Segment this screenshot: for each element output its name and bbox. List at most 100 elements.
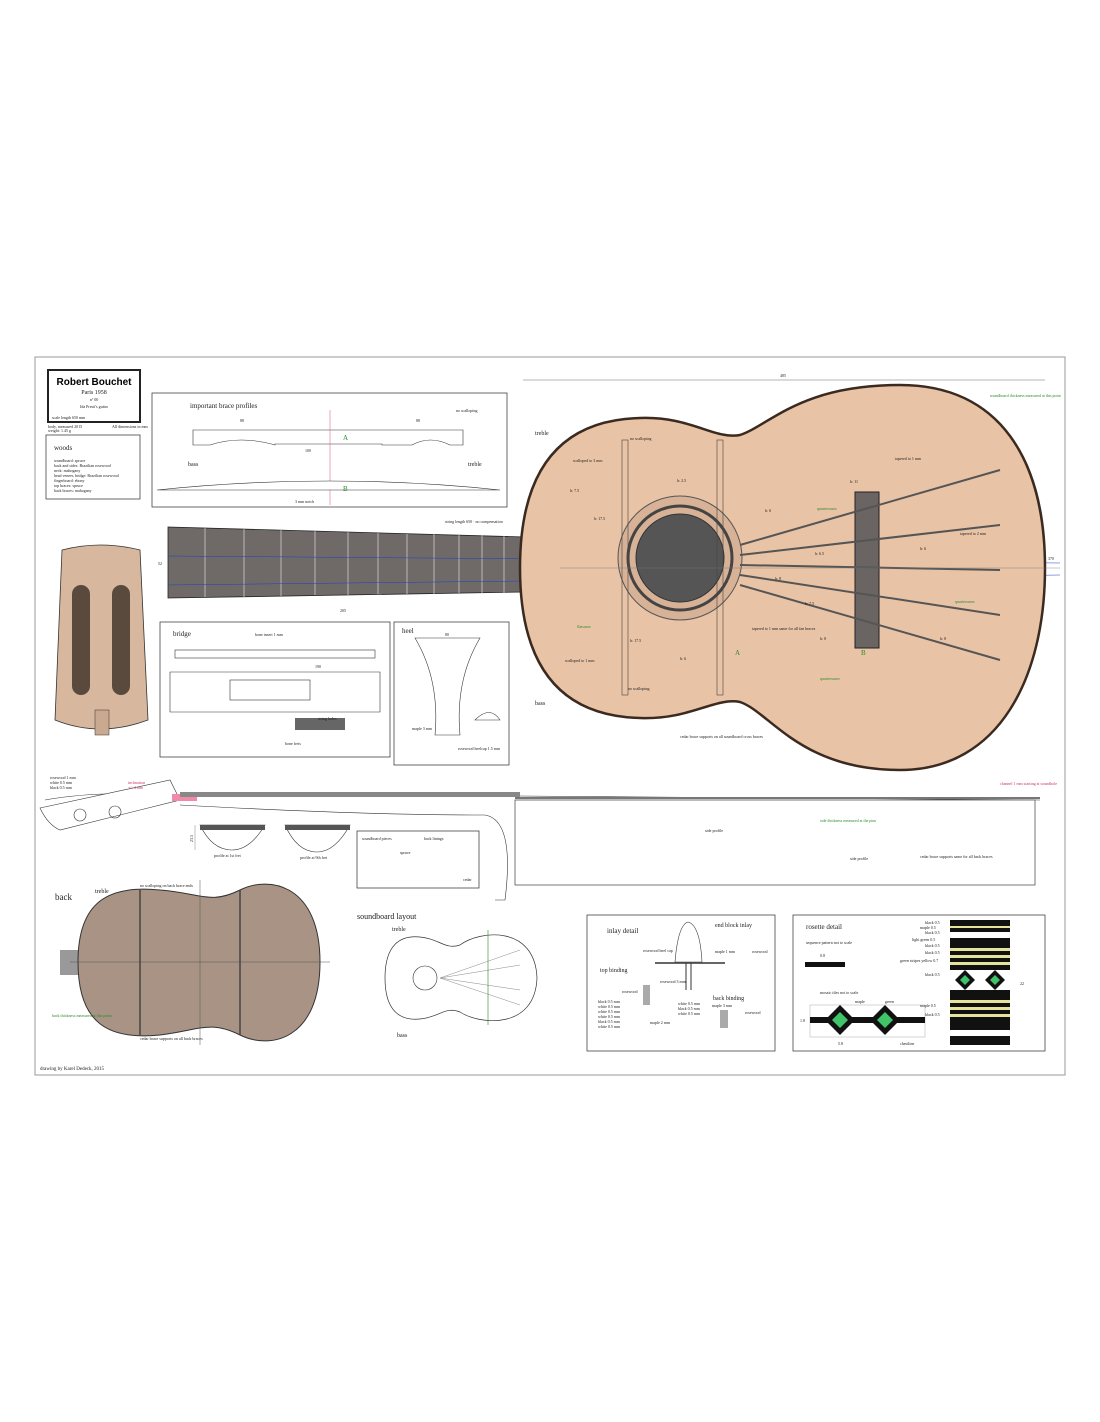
rosette-strip: [950, 920, 1010, 1045]
rosette-label: chestline: [900, 1041, 914, 1046]
height: h: 17.5: [630, 638, 641, 643]
top-binding-layer: white 0.5 mm: [598, 1014, 621, 1019]
inclination-note: +/- 4 mm: [128, 785, 144, 790]
side-profile-label: side profile: [705, 828, 723, 833]
body-note: no scalloping: [630, 436, 651, 441]
guitar-subtitle: Ida Presti's guitar: [80, 404, 108, 409]
soundboard-pieces-label: soundboard pieces: [362, 836, 392, 841]
top-binding-layer: black 0.5 mm: [598, 999, 621, 1004]
back-heading: back: [55, 892, 72, 902]
brace-a-label: A: [343, 434, 348, 442]
height: h: 2.5: [677, 478, 686, 483]
rosette-note: mosaic tiles not to scale: [820, 990, 858, 995]
back-treble-label: treble: [95, 889, 109, 895]
back-note: cedar brace supports on all back braces: [140, 1036, 203, 1041]
body-note: flatsawn: [577, 624, 591, 629]
dim: 22: [1020, 981, 1024, 986]
brace-b-profile: [156, 480, 501, 491]
rosette-label: green: [885, 999, 894, 1004]
scale-length: scale length 650 mm: [52, 415, 86, 420]
inlay-note: rosewood: [745, 1010, 761, 1015]
inlay-note: rosewood 3 mm: [660, 979, 687, 984]
rosette-label: black 0.5: [925, 920, 940, 925]
body-note: scalloped to 3 mm: [573, 458, 603, 463]
woods-heading: woods: [54, 444, 73, 452]
guitar-number: n° 00: [90, 397, 99, 402]
side-profile-view: rosewood 1 mm white 0.5 mm black 0.5 mm …: [39, 775, 1057, 901]
bridge-note: bone insert 1 mm: [255, 632, 284, 637]
brace-a-profile: [192, 429, 464, 446]
inlay-note: rosewood: [752, 949, 768, 954]
soundboard-layout-heading: soundboard layout: [357, 912, 417, 921]
rosette-sequence-sample: [805, 962, 845, 967]
rosette-label: light green 0.5: [912, 937, 935, 942]
height: h: 7.5: [805, 601, 814, 606]
back-view: back treble no scalloping on back brace …: [52, 880, 330, 1045]
inlay-note: maple 3 mm: [712, 1003, 733, 1008]
brace-b-marker: B: [861, 649, 866, 657]
height: h: 17.5: [594, 516, 605, 521]
back-note: no scalloping on back brace ends: [140, 883, 193, 888]
headstock-drawing: [54, 544, 149, 736]
end-block-heading: end block inlay: [715, 923, 752, 929]
rosette-label: black 0.5: [925, 930, 940, 935]
layout-treble-label: treble: [392, 927, 406, 933]
rosette-label: green stripes yellow 0.7: [900, 958, 938, 963]
top-binding-heading: top binding: [600, 968, 628, 974]
wood-item: head veneer, bridge: Brazilian rosewood: [54, 473, 119, 479]
body-width-dim: 370: [1048, 556, 1054, 561]
height: h: 6: [920, 546, 926, 551]
rosette-label: black 0.5: [925, 1012, 940, 1017]
wood-item: fingerboard: ebony: [54, 478, 85, 483]
inlay-note: rosewood: [622, 989, 638, 994]
inlay-note: maple 2 mm: [650, 1020, 671, 1025]
inlay-heading: inlay detail: [607, 927, 638, 935]
brace-b-label: B: [343, 485, 348, 493]
body-note: tapered to 1 mm: [895, 456, 922, 461]
body-length-dim: 485: [780, 373, 786, 378]
brace-treble-label: treble: [468, 462, 482, 468]
inlay-note: rosewood heel cap: [643, 948, 673, 953]
profile-1-label: profile at 1st fret: [214, 853, 242, 858]
heel-heading: heel: [402, 627, 414, 635]
string-length-note: string length 650 · no compensation: [445, 519, 503, 524]
bass-label: bass: [535, 701, 546, 707]
maker-name: Robert Bouchet: [57, 377, 133, 388]
body-note: scalloped to 1 mm: [565, 658, 595, 663]
dim: 5.8: [838, 1041, 843, 1046]
top-binding-layer: black 0.5 mm: [598, 1019, 621, 1024]
body-note: tapered to 1 mm same for all fan braces: [752, 626, 816, 631]
height: h: 8: [775, 576, 781, 581]
height: h: 6: [765, 508, 771, 513]
body-note: quartersawn: [817, 506, 837, 511]
profile-1-height-dim: 23.5: [189, 835, 194, 842]
side-thickness-note: side thickness measured at the pins: [820, 818, 877, 823]
top-binding-layer: white 0.5 mm: [598, 1024, 621, 1029]
bridge-note: bone frets: [285, 741, 301, 746]
purfling-note: rosewood 1 mm: [50, 775, 77, 780]
height: h: 7.5: [570, 488, 579, 493]
wood-item: soundboard: spruce: [54, 458, 85, 463]
height: h: 6.5: [815, 551, 824, 556]
inclination-note: inclination: [128, 780, 145, 785]
bridge-heading: bridge: [173, 630, 191, 638]
note-left-2: weight: 1.45 g: [48, 428, 71, 433]
brace-profiles-heading: important brace profiles: [190, 402, 258, 410]
neck-length-dim: 205: [340, 608, 346, 613]
dim: 80: [445, 632, 449, 637]
dim: 88: [240, 418, 244, 423]
back-note: back thickness measured at this point: [52, 1013, 113, 1018]
inlay-note: maple 1 mm: [715, 949, 736, 954]
soundboard-top-view: 485 370 treble bass A B no scalloping sc…: [518, 373, 1062, 772]
wood-item: back braces: mahogany: [54, 488, 92, 493]
bridge-note: string holes: [318, 716, 337, 721]
back-linings-label: back linings: [424, 836, 444, 841]
heel-note: rosewood heelcap 1.5 mm: [458, 746, 501, 751]
heel-note: maple 3 mm: [412, 726, 433, 731]
dim: 190: [315, 664, 321, 669]
center-layer: white 0.5 mm: [678, 1011, 701, 1016]
center-layer: white 0.5 mm: [678, 1001, 701, 1006]
notch-note: 3 mm notch: [295, 499, 314, 504]
dim: 1.8: [800, 1018, 805, 1023]
